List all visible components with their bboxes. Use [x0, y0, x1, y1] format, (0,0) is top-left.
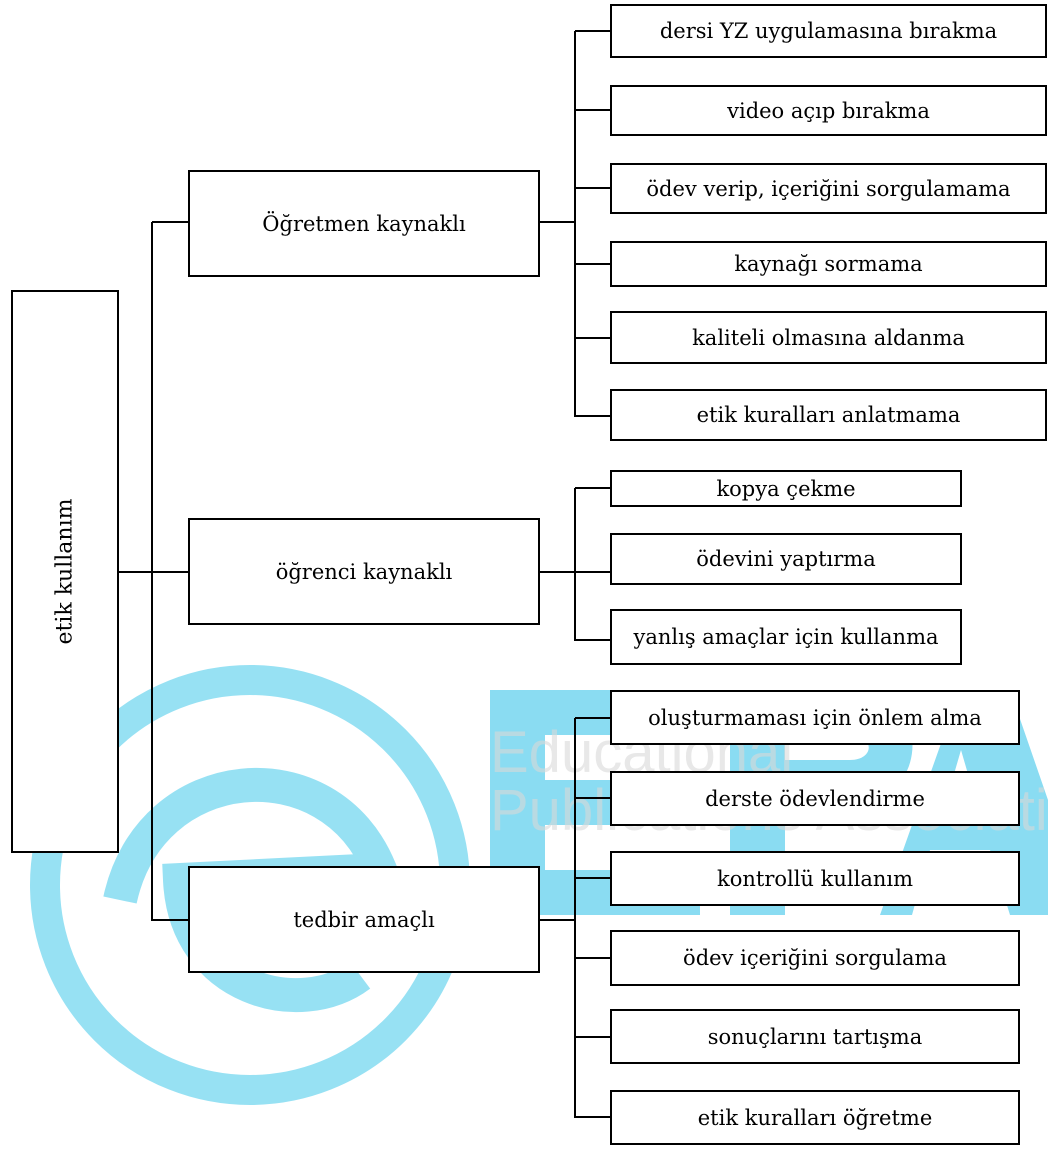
connector-line: [575, 877, 611, 879]
branch-student: öğrenci kaynaklı: [188, 518, 540, 625]
connector-line: [152, 919, 189, 921]
connector-line: [152, 571, 189, 573]
connector-line: [575, 639, 611, 641]
connector-line: [575, 1116, 611, 1118]
leaf-item: kopya çekme: [610, 470, 962, 507]
branch-label: öğrenci kaynaklı: [275, 559, 453, 584]
connector-line: [575, 30, 611, 32]
leaf-item: kaynağı sormama: [610, 241, 1047, 287]
branch-teacher: Öğretmen kaynaklı: [188, 170, 540, 277]
connector-line: [574, 718, 576, 1118]
leaf-item: ödev içeriğini sorgulama: [610, 930, 1020, 986]
branch-precaution: tedbir amaçlı: [188, 866, 540, 973]
leaf-item: dersi YZ uygulamasına bırakma: [610, 4, 1047, 58]
connector-line: [574, 488, 576, 641]
connector-line: [540, 919, 576, 921]
leaf-item: yanlış amaçlar için kullanma: [610, 609, 962, 665]
connector-line: [575, 337, 611, 339]
root-node: etik kullanım: [11, 290, 119, 853]
leaf-item: sonuçlarını tartışma: [610, 1009, 1020, 1064]
connector-line: [575, 571, 611, 573]
leaf-item: oluşturmaması için önlem alma: [610, 690, 1020, 745]
connector-line: [575, 487, 611, 489]
leaf-item: ödev verip, içeriğini sorgulamama: [610, 163, 1047, 214]
connector-line: [575, 415, 611, 417]
connector-line: [575, 263, 611, 265]
leaf-item: ödevini yaptırma: [610, 533, 962, 585]
connector-line: [540, 221, 576, 223]
leaf-item: kaliteli olmasına aldanma: [610, 311, 1047, 364]
connector-line: [575, 717, 611, 719]
branch-label: Öğretmen kaynaklı: [262, 211, 466, 236]
leaf-item: derste ödevlendirme: [610, 771, 1020, 826]
branch-label: tedbir amaçlı: [293, 907, 435, 932]
leaf-item: etik kuralları öğretme: [610, 1090, 1020, 1145]
leaf-item: video açıp bırakma: [610, 85, 1047, 136]
connector-line: [152, 221, 189, 223]
root-label: etik kullanım: [52, 498, 78, 645]
connector-line: [574, 31, 576, 417]
connector-line: [575, 797, 611, 799]
leaf-item: etik kuralları anlatmama: [610, 389, 1047, 441]
connector-line: [540, 571, 576, 573]
leaf-item: kontrollü kullanım: [610, 851, 1020, 906]
connector-line: [575, 187, 611, 189]
connector-line: [119, 571, 153, 573]
connector-line: [575, 109, 611, 111]
connector-line: [575, 1036, 611, 1038]
connector-line: [575, 957, 611, 959]
